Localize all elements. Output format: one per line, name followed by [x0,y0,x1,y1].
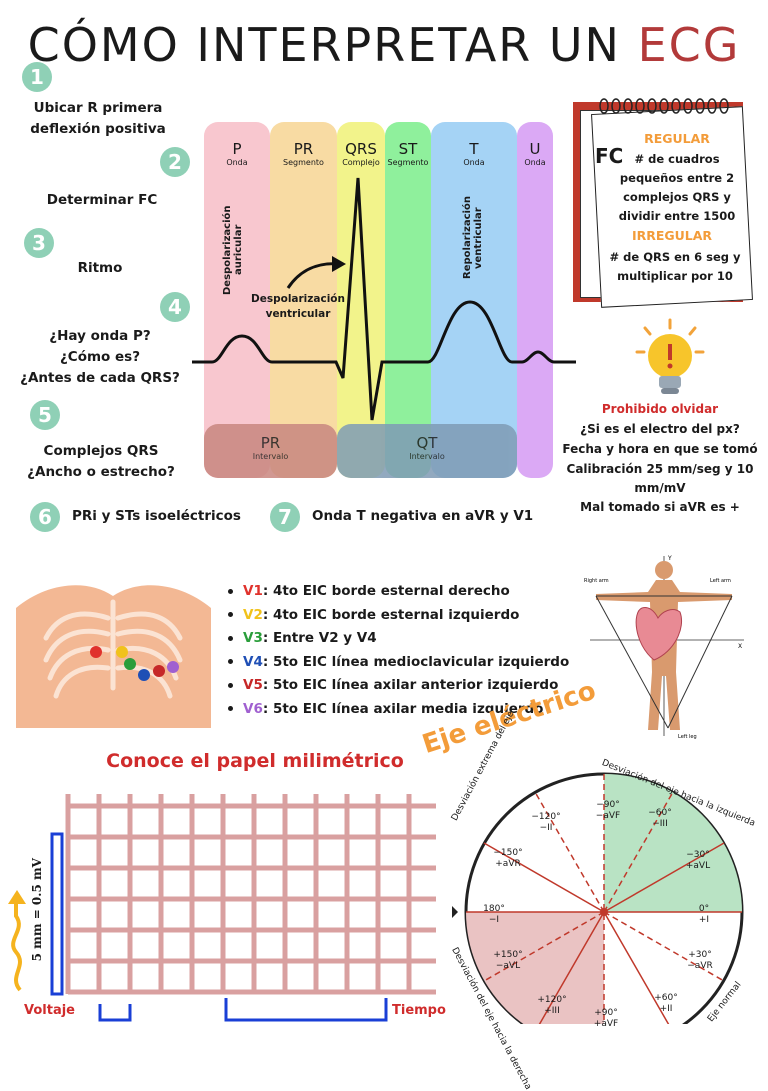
band-t [431,122,517,478]
step-7-badge: 7 [270,502,300,532]
spiral-binding [598,98,738,114]
band-pr [270,122,337,478]
lead-v5: V5: 5to EIC línea axilar anterior izquie… [228,674,569,698]
reminder-line-2: Fecha y hora en que se tomó [562,442,758,456]
reminder-title: Prohibido olvidar [601,402,719,416]
reminder-line-1: ¿Si es el electro del px? [580,422,740,436]
step-4-badge: 4 [160,292,190,322]
voltage-axis-label-wrap: 5 mm = 0.5 mV [30,858,46,978]
axis-wheel [452,772,744,1024]
step-2-text: Determinar FC [46,192,158,208]
wave-st: ST Segmento [387,140,429,167]
step-4-text: ¿Hay onda P? ¿Cómo es? ¿Antes de cada QR… [20,328,180,386]
lightbulb-icon [635,318,705,394]
band-st [385,122,431,478]
time-bracket [224,998,388,1022]
title-prefix: CÓMO INTERPRETAR UN [27,18,621,72]
axis-label-minus120: −120°−II [531,812,561,833]
axis-label-plus30: +30°−aVR [687,950,713,971]
axis-label-minus60: −60°−III [648,808,672,829]
regular-label: REGULAR [644,131,710,146]
band-u [517,122,553,478]
title-accent: ECG [637,18,741,72]
interval-pr: PR Intervalo [204,424,337,478]
lead-v6: V6: 5to EIC línea axilar media izquierdo [228,698,569,722]
axis-label-minus90: −90°−aVF [595,800,621,821]
step-3-text: Ritmo [77,260,123,276]
step-5-text: Complejos QRS ¿Ancho o estrecho? [27,443,175,480]
ecg-trace [192,177,576,421]
axis-label-plus120: +120°+III [537,995,567,1016]
step-6-text: PRi y STs isoeléctricos [72,508,241,524]
axis-label-minus150: −150°+aVR [493,848,523,869]
qrs-annotation: Despolarización ventricular [251,293,345,320]
band-p [204,122,270,478]
reminder-line-3: Calibración 25 mm/seg y 10 mm/mV [566,462,754,495]
step-6-badge: 6 [30,502,60,532]
step-2-badge: 2 [160,147,190,177]
wave-pr: PR Segmento [283,140,324,167]
axis-label-plus150: +150°−aVL [493,950,523,971]
step-7-text: Onda T negativa en aVR y V1 [312,508,534,524]
wave-qrs: QRS Complejo [342,140,380,167]
axis-label-plus60: +60°+II [654,993,678,1014]
lead-v2: V2: 4to EIC borde esternal izquierdo [228,604,569,628]
irregular-text: # de QRS en 6 seg y multiplicar por 10 [609,250,741,283]
paper-title: Conoce el papel milimétrico [106,750,404,772]
left-arm-label: Left arm [710,578,731,584]
qrs-arrow-head [332,256,346,272]
lead-v1: V1: 4to EIC borde esternal derecho [228,580,569,604]
axis-label-plus90: +90°+aVF [593,1008,619,1029]
axis-label-180: 180°−I [483,904,505,925]
lead-v3: V3: Entre V2 y V4 [228,627,569,651]
wave-p: P Onda [226,140,248,167]
voltage-axis-label: 5 mm = 0.5 mV [30,858,44,962]
lead-list: V1: 4to EIC borde esternal derecho V2: 4… [228,580,569,721]
reminder-line-4: Mal tomado si aVR es + [580,500,740,514]
ecg-trace-layer [192,177,576,421]
step-3-badge: 3 [24,228,54,258]
step-5-badge: 5 [30,400,60,430]
tiempo-label: Tiempo [392,1003,446,1018]
fc-label: FC [595,144,624,168]
ecg-paper-grid [50,794,436,1022]
voltaje-label: Voltaje [24,1003,75,1018]
x-axis-label: X [738,643,742,650]
einthoven-triangle-figure: Right arm Left arm Left leg Y X [584,555,744,740]
right-arm-label: Right arm [584,578,609,584]
irregular-label: IRREGULAR [631,228,713,243]
step-1-badge: 1 [22,62,52,92]
step-1-text: Ubicar R primera deflexión positiva [30,100,166,137]
lead-v4: V4: 5to EIC línea medioclavicular izquie… [228,651,569,675]
wave-u: U Onda [524,140,546,167]
y-axis-label: Y [667,555,672,562]
chest-illustration [16,585,211,728]
left-leg-label: Left leg [678,734,697,740]
interval-qt: QT Intervalo [337,424,517,478]
voltage-bracket [50,832,64,996]
page-title: CÓMO INTERPRETAR UN ECG [0,18,768,72]
band-qrs [337,122,385,478]
axis-label-minus30: −30°+aVL [685,850,711,871]
voltage-arrow-icon [8,890,26,992]
regular-text: # de cuadros pequeños entre 2 complejos … [618,152,736,223]
wave-t: T Onda [463,140,485,167]
small-box-bracket [98,1004,132,1022]
axis-label-0: 0°+I [698,904,710,925]
